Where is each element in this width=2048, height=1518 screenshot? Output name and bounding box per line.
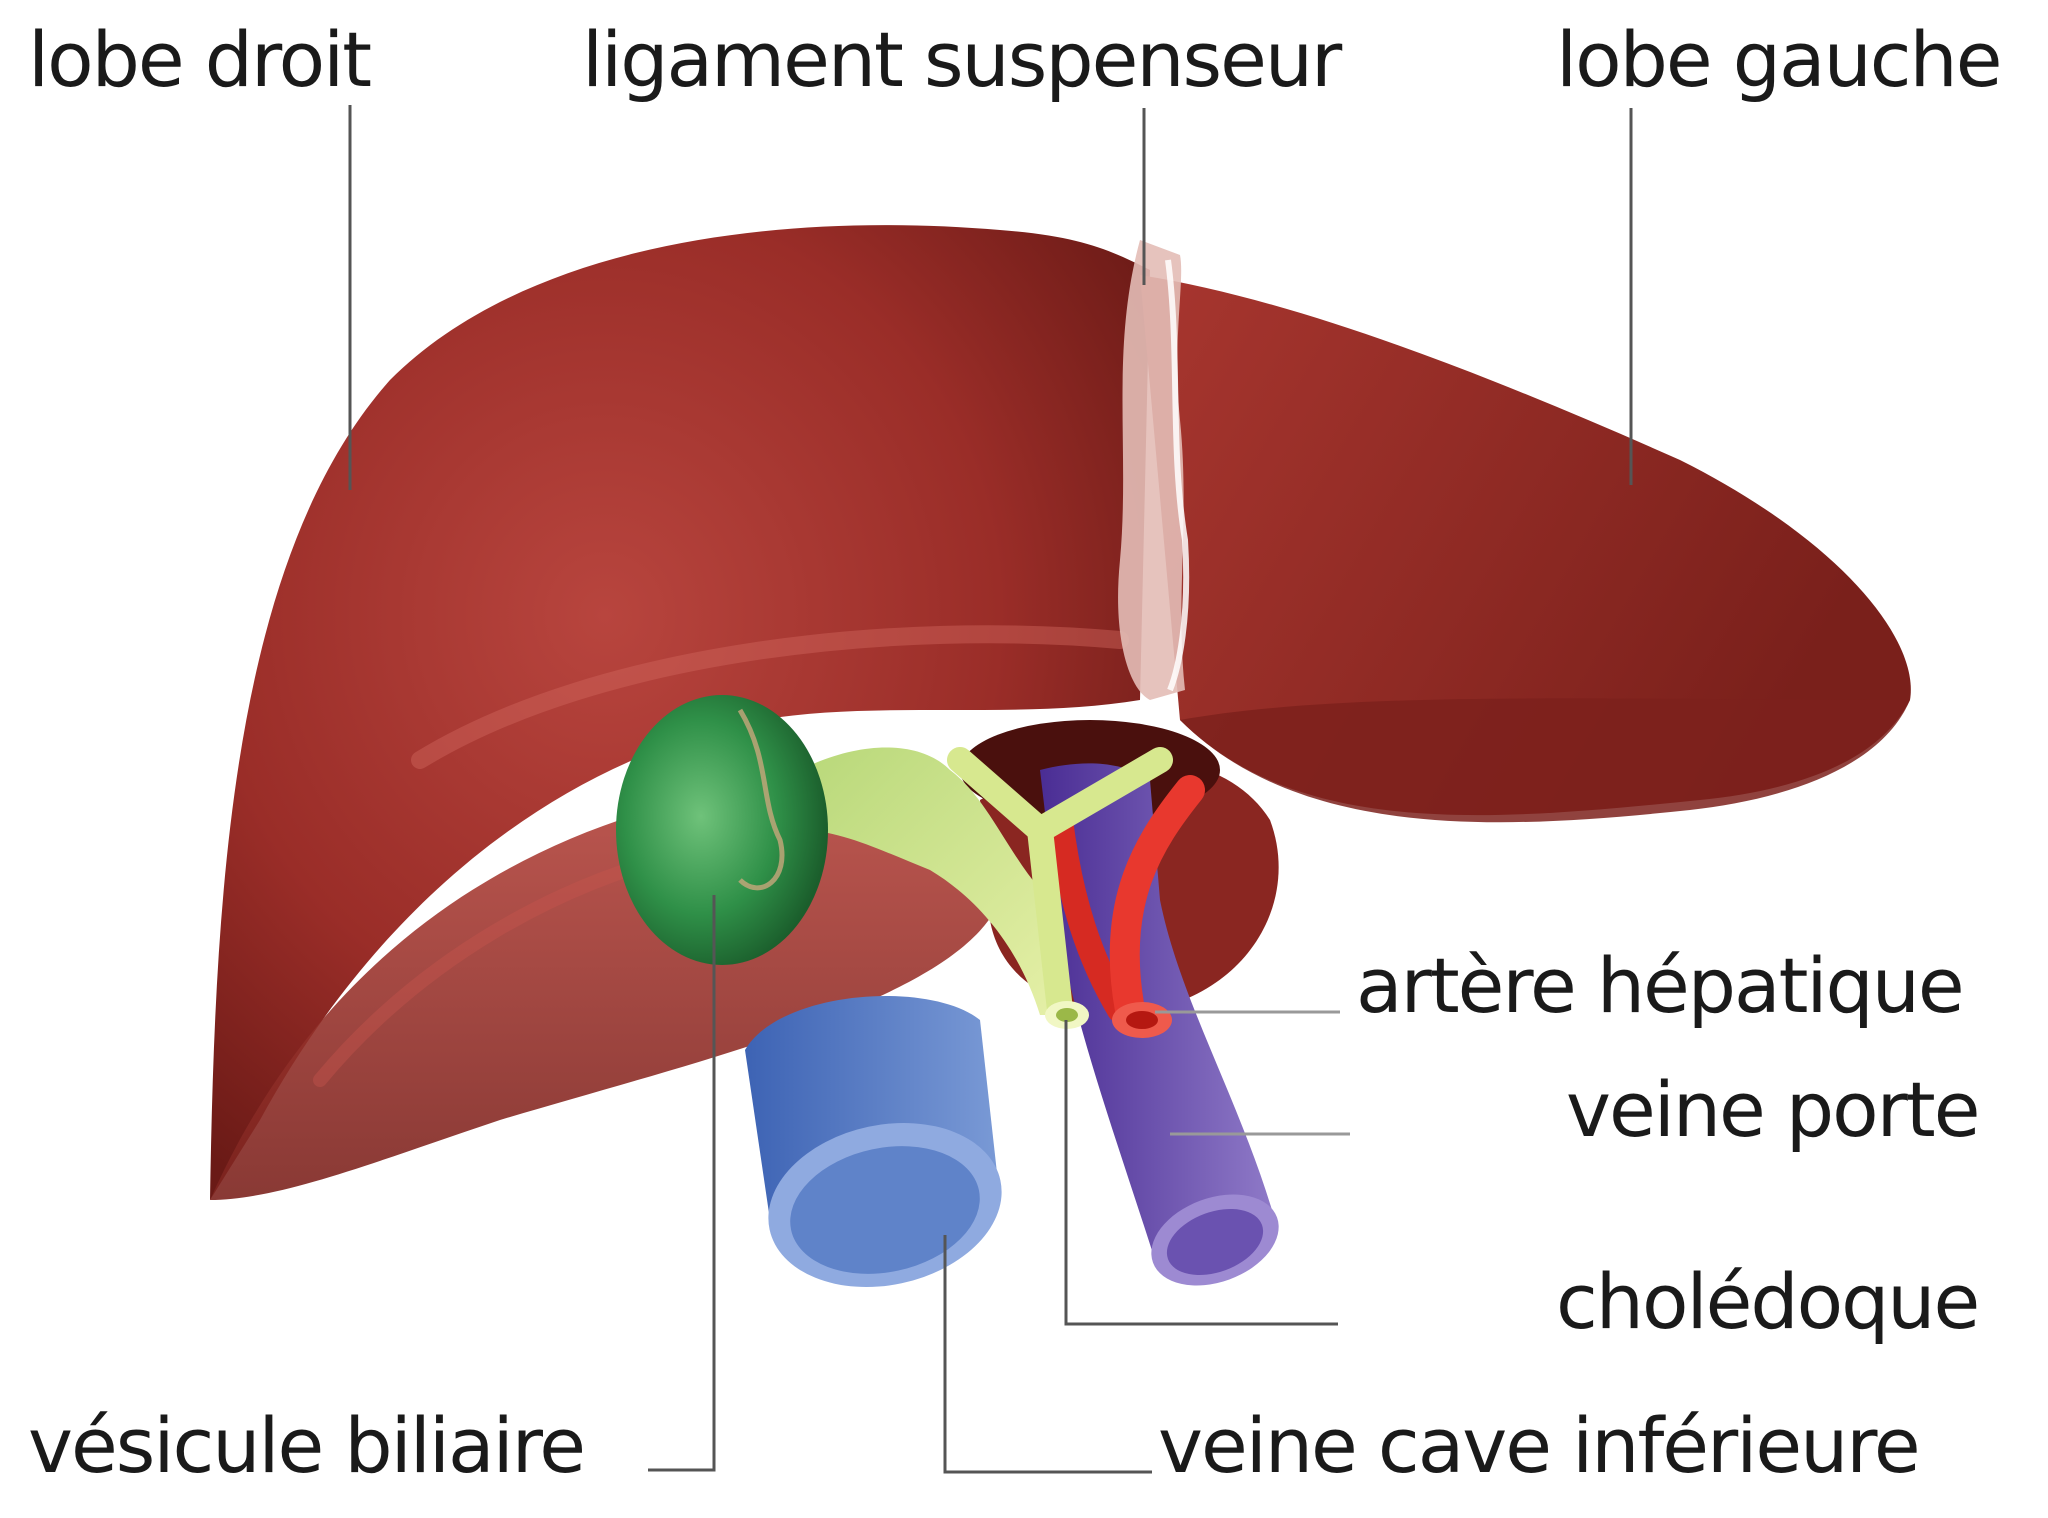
liver-body <box>210 225 1911 1200</box>
artere-hepatique-shape <box>1047 775 1205 1038</box>
leader-choledoque <box>1064 1020 1338 1326</box>
veine-cave-inferieure-shape <box>745 996 1002 1288</box>
ligament-suspenseur-shape <box>1118 240 1185 700</box>
lobe-gauche-shape <box>1140 275 1911 816</box>
label-ligament-suspenseur: ligament suspenseur <box>582 15 1342 104</box>
leader-vesicule-biliaire <box>648 895 716 1472</box>
label-artere-hepatique: artère hépatique <box>1356 941 1965 1030</box>
label-lobe-gauche: lobe gauche <box>1556 15 2002 104</box>
leader-veine-cave-inferieure <box>943 1235 1152 1474</box>
label-veine-porte: veine porte <box>1566 1065 1980 1154</box>
label-veine-cave-inferieure: veine cave inférieure <box>1158 1401 1921 1490</box>
leader-lines <box>348 105 1633 1474</box>
label-choledoque: cholédoque <box>1556 1257 1980 1346</box>
label-lobe-droit: lobe droit <box>28 15 372 104</box>
vesicule-biliaire-shape <box>616 695 1173 1029</box>
label-vesicule-biliaire: vésicule biliaire <box>28 1401 586 1490</box>
